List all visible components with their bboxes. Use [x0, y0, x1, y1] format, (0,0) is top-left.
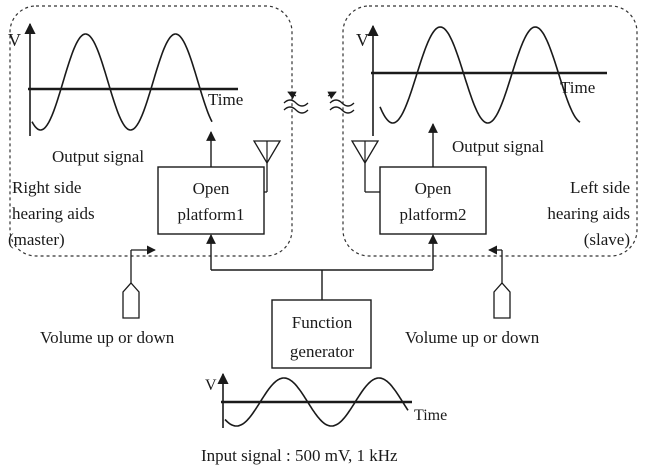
- open-platform1-line2: platform1: [177, 205, 244, 224]
- open-platform2-line1: Open: [415, 179, 452, 198]
- antenna-icon: [350, 140, 380, 193]
- function-generator-line2: generator: [290, 342, 355, 361]
- left-side-label-line3: (slave): [584, 230, 630, 249]
- left-output-signal-label: Output signal: [452, 137, 544, 156]
- left-side-label-line2: hearing aids: [547, 204, 630, 223]
- function-generator-line1: Function: [292, 313, 353, 332]
- volume-control-icon: [122, 245, 156, 319]
- right-side-label-line3: (master): [8, 230, 65, 249]
- wireless-squiggle: [329, 106, 355, 114]
- left-panel-v-label: V: [356, 30, 369, 50]
- right-side-label-line1: Right side: [12, 178, 81, 197]
- left-side-label-line1: Left side: [570, 178, 630, 197]
- input-signal-wave: [224, 377, 409, 427]
- volume-control-icon: [488, 245, 511, 319]
- right-panel-output-wave: [31, 33, 213, 131]
- volume-left-label: Volume up or down: [40, 328, 175, 347]
- input-v-label: V: [205, 377, 217, 394]
- volume-right-label: Volume up or down: [405, 328, 540, 347]
- input-time-label: Time: [414, 407, 447, 424]
- input-signal-caption: Input signal : 500 mV, 1 kHz: [201, 446, 398, 465]
- wireless-squiggle: [283, 106, 309, 114]
- antenna-icon: [252, 140, 282, 193]
- wireless-squiggle: [329, 99, 355, 107]
- wireless-arrow: [287, 91, 297, 100]
- left-hearing-aid-enclosure: [342, 5, 638, 257]
- right-side-label-line2: hearing aids: [12, 204, 95, 223]
- right-panel-v-label: V: [8, 30, 21, 50]
- left-panel-output-wave: [379, 26, 581, 124]
- right-hearing-aid-enclosure: [9, 5, 293, 257]
- right-panel-time-label: Time: [208, 90, 243, 109]
- wireless-squiggle: [283, 99, 309, 107]
- open-platform1-line1: Open: [193, 179, 230, 198]
- wireless-arrow: [327, 91, 337, 100]
- function-generator-box: [271, 299, 372, 369]
- right-output-signal-label: Output signal: [52, 147, 144, 166]
- left-panel-time-label: Time: [560, 78, 595, 97]
- open-platform2-line2: platform2: [399, 205, 466, 224]
